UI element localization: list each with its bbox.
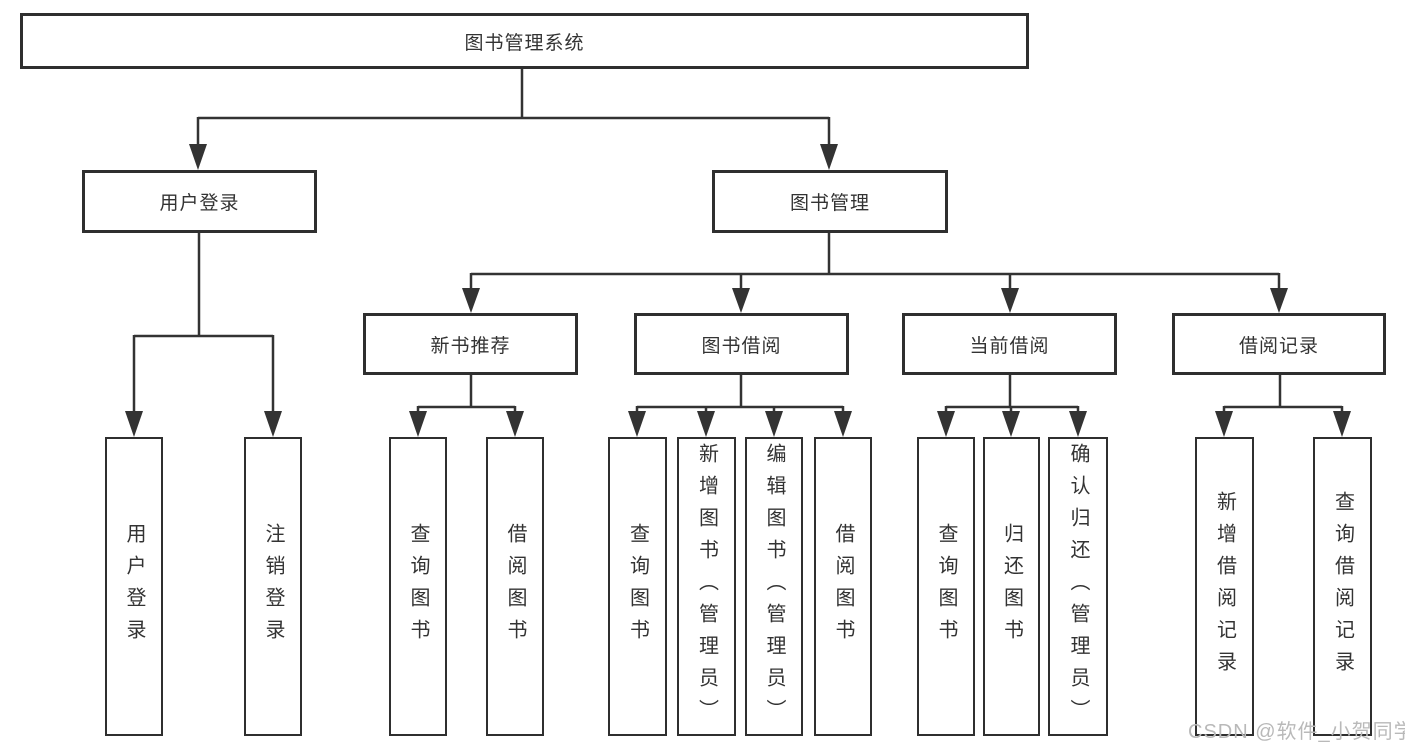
- node-label: 当前借阅: [969, 335, 1050, 357]
- node-new-book-recommend: 新书推荐: [363, 313, 578, 375]
- leaf-user-login: 用户登录: [105, 437, 163, 736]
- leaf-label: 查询借阅记录: [1331, 490, 1354, 683]
- leaf-add-books-admin: 新增图书（管理员）: [677, 437, 736, 736]
- leaf-borrow-books: 借阅图书: [486, 437, 544, 736]
- node-label: 图书管理: [789, 193, 870, 214]
- leaf-query-borrow-record: 查询借阅记录: [1313, 437, 1372, 736]
- leaf-query-books: 查询图书: [389, 437, 447, 736]
- node-book-borrowing: 图书借阅: [634, 313, 849, 375]
- leaf-add-borrow-record: 新增借阅记录: [1195, 437, 1254, 736]
- leaf-label: 新增图书（管理员）: [695, 442, 718, 731]
- arrow-down-icons: [125, 144, 1351, 437]
- leaf-label: 用户登录: [123, 522, 145, 651]
- leaf-query-books: 查询图书: [917, 437, 975, 736]
- leaf-query-books: 查询图书: [608, 437, 667, 736]
- leaf-label: 编辑图书（管理员）: [763, 442, 785, 731]
- node-label: 用户登录: [159, 193, 240, 214]
- leaf-label: 注销登录: [262, 522, 284, 651]
- node-label: 借阅记录: [1238, 335, 1319, 357]
- node-label: 新书推荐: [430, 335, 511, 357]
- node-borrowing-records: 借阅记录: [1172, 313, 1386, 375]
- leaf-label: 查询图书: [626, 522, 649, 651]
- leaf-label: 借阅图书: [504, 522, 526, 651]
- csdn-watermark: CSDN @软件_小贺同学: [1188, 721, 1405, 743]
- node-root-system: 图书管理系统: [20, 13, 1029, 69]
- node-label: 图书借阅: [701, 335, 782, 357]
- leaf-label: 查询图书: [407, 522, 429, 651]
- leaf-borrow-books: 借阅图书: [814, 437, 872, 736]
- leaf-edit-books-admin: 编辑图书（管理员）: [745, 437, 803, 736]
- leaf-label: 借阅图书: [832, 522, 854, 651]
- node-user-login: 用户登录: [82, 170, 317, 233]
- leaf-label: 查询图书: [935, 522, 957, 651]
- leaf-label: 归还图书: [1000, 522, 1023, 651]
- leaf-label: 新增借阅记录: [1213, 490, 1236, 683]
- node-current-borrowing: 当前借阅: [902, 313, 1117, 375]
- node-root-label: 图书管理系统: [464, 32, 585, 54]
- leaf-return-books: 归还图书: [983, 437, 1040, 736]
- leaf-confirm-return-admin: 确认归还（管理员）: [1048, 437, 1108, 736]
- leaf-label: 确认归还（管理员）: [1067, 442, 1089, 731]
- leaf-logout: 注销登录: [244, 437, 302, 736]
- node-book-management: 图书管理: [712, 170, 948, 233]
